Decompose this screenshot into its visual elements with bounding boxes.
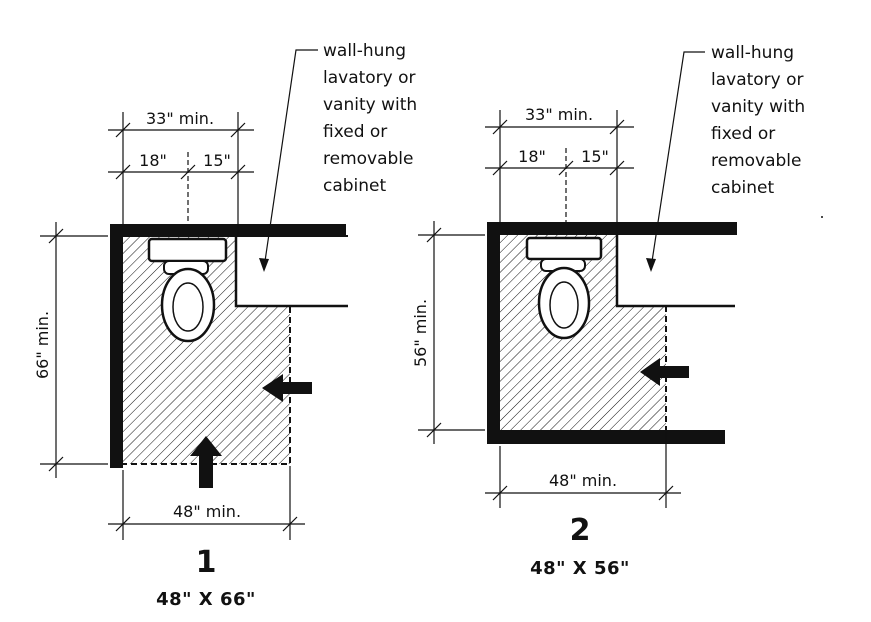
- diagram-1: 33" min. 18" 15" 66" min. 48" min. wall-…: [33, 41, 417, 610]
- side-wall-2: [487, 222, 500, 444]
- diagram-number-1: 1: [196, 545, 217, 580]
- dim-width-2: 48" min.: [549, 471, 617, 490]
- dim-width-1: 48" min.: [173, 502, 241, 521]
- dimension-line-depth-1: [40, 222, 108, 478]
- front-wall-2: [487, 430, 725, 444]
- dimension-line-depth-2: [418, 221, 485, 444]
- svg-text:lavatory or: lavatory or: [711, 70, 804, 90]
- svg-text:vanity with: vanity with: [711, 97, 805, 117]
- clear-floor-space-2: [499, 235, 666, 430]
- svg-text:fixed or: fixed or: [323, 122, 387, 142]
- callout-leader-2: [650, 51, 705, 269]
- dim-seat-offset-2: 18": [518, 147, 546, 166]
- diagram-size-1: 48" X 66": [156, 589, 256, 610]
- back-wall-1: [110, 224, 346, 237]
- open-side-edge-1: [120, 307, 291, 465]
- callout-text-1: wall-hung lavatory or vanity with fixed …: [323, 41, 417, 196]
- diagram-number-2: 2: [570, 513, 591, 548]
- callout-text-2: wall-hung lavatory or vanity with fixed …: [711, 43, 805, 198]
- diagram-size-2: 48" X 56": [530, 558, 630, 579]
- svg-text:cabinet: cabinet: [323, 176, 387, 196]
- dim-total-width-2: 33" min.: [525, 105, 593, 124]
- svg-text:wall-hung: wall-hung: [323, 41, 406, 61]
- dimension-line-width-1: [108, 466, 305, 540]
- diagram-2: 33" min. 18" 15" 56" min. 48" min. wall-…: [411, 43, 805, 579]
- speck: [821, 216, 823, 218]
- side-approach-arrow-1: [262, 374, 312, 402]
- toilet-1: [147, 237, 228, 343]
- side-approach-arrow-2: [640, 358, 689, 386]
- dim-total-width-1: 33" min.: [146, 109, 214, 128]
- front-approach-arrow-1: [190, 436, 222, 488]
- svg-text:removable: removable: [711, 151, 802, 171]
- lavatory-vanity-1: [234, 237, 348, 308]
- svg-text:cabinet: cabinet: [711, 178, 775, 198]
- dimension-line-width-2: [485, 432, 681, 508]
- dim-seat-offset-1: 18": [139, 151, 167, 170]
- svg-text:wall-hung: wall-hung: [711, 43, 794, 63]
- dimension-lines-top-2: [485, 110, 634, 235]
- svg-text:fixed or: fixed or: [711, 124, 775, 144]
- dimension-lines-top-1: [108, 112, 254, 236]
- svg-text:lavatory or: lavatory or: [323, 68, 416, 88]
- callout-leader-1: [263, 49, 318, 269]
- svg-text:removable: removable: [323, 149, 414, 169]
- toilet-2: [525, 236, 603, 340]
- dim-lav-offset-1: 15": [203, 151, 231, 170]
- callout-arrowhead-1: [259, 258, 269, 272]
- lavatory-vanity-2: [615, 235, 735, 308]
- dim-lav-offset-2: 15": [581, 147, 609, 166]
- side-wall-1: [110, 224, 123, 468]
- callout-arrowhead-2: [646, 258, 656, 272]
- dim-depth-2: 56" min.: [411, 299, 430, 367]
- back-wall-2: [487, 222, 737, 235]
- svg-text:vanity with: vanity with: [323, 95, 417, 115]
- dim-depth-1: 66" min.: [33, 311, 52, 379]
